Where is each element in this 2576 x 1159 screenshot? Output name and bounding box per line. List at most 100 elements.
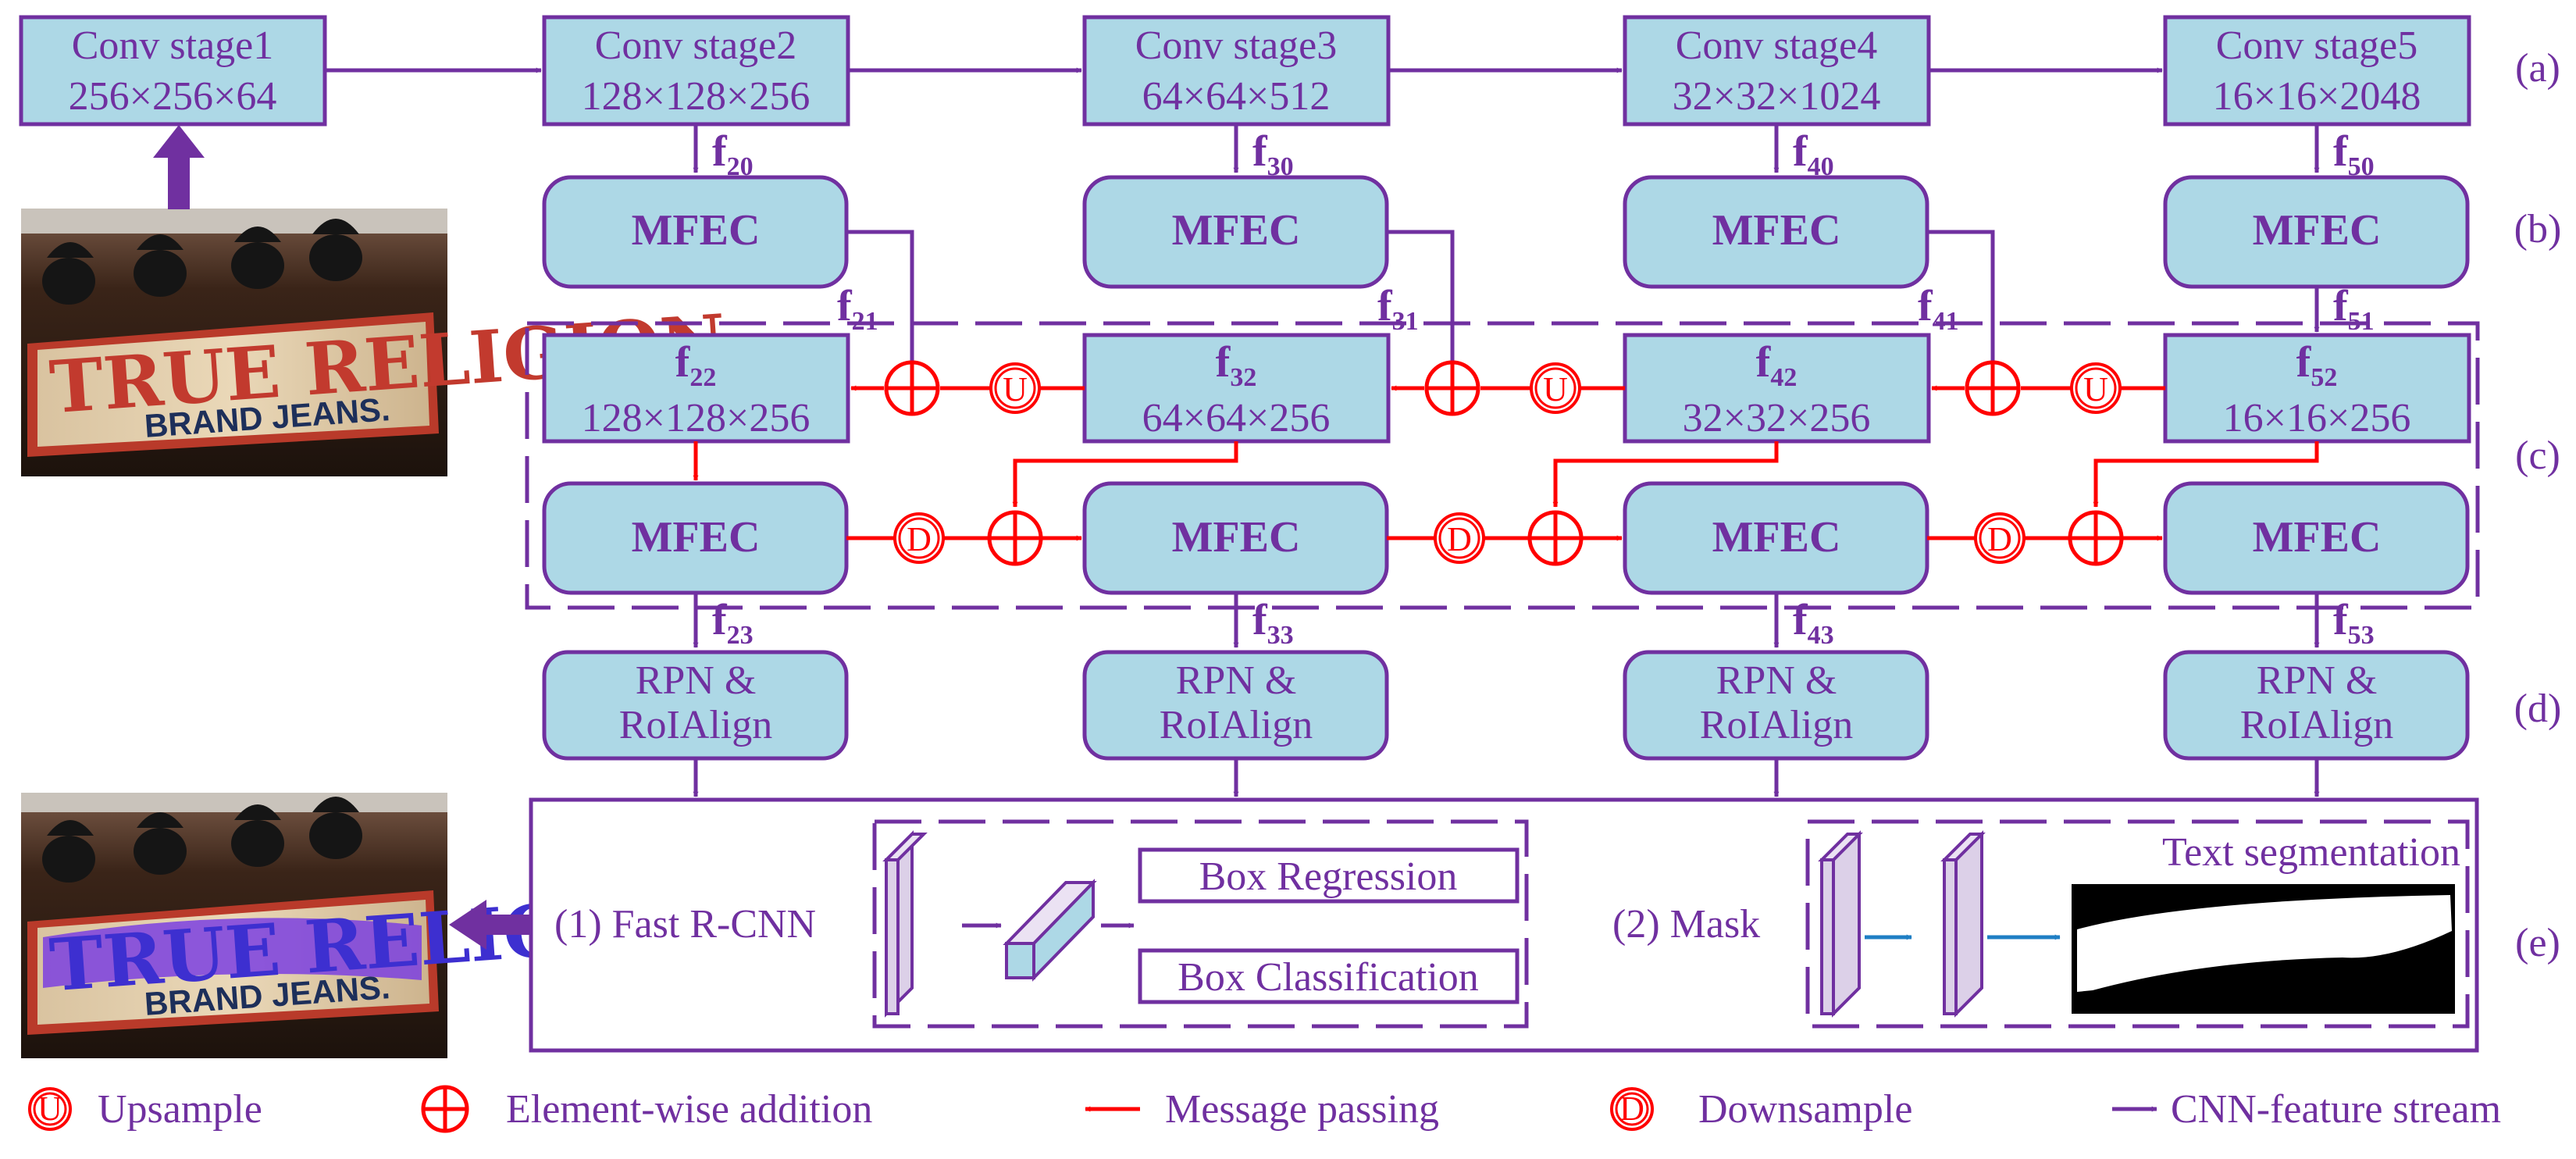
mask-feature-cuboid-1 <box>1818 830 1863 1018</box>
conv-stage-1-dims: 256×256×64 <box>69 74 277 119</box>
row-b-out-labels: f21 f31 f41 f51 <box>837 282 2375 336</box>
svg-text:f42: f42 <box>1756 338 1797 392</box>
svg-text:f30: f30 <box>1252 127 1294 181</box>
f51-label: f <box>2333 282 2349 330</box>
svg-text:RoIAlign: RoIAlign <box>2240 703 2393 747</box>
row-b-outputs <box>846 230 2320 368</box>
conv-stage-1: Conv stage1 256×256×64 <box>19 15 327 127</box>
row-label-a: (a) <box>2515 46 2560 91</box>
c-row-red-connectors <box>693 441 2319 508</box>
f43-label: f <box>1793 596 1808 644</box>
svg-text:RoIAlign: RoIAlign <box>1160 703 1313 747</box>
svg-text:f33: f33 <box>1252 596 1294 650</box>
conv-stage-4: Conv stage4 32×32×1024 <box>1623 15 1931 127</box>
conv-stage-2-dims: 128×128×256 <box>582 74 811 119</box>
svg-text:U: U <box>37 1089 62 1128</box>
conv-stage-3-title: Conv stage3 <box>1135 23 1338 68</box>
svg-text:f51: f51 <box>2333 282 2375 336</box>
conv-stage-5: Conv stage5 16×16×2048 <box>2163 15 2471 127</box>
mfec-c-3: MFEC <box>1623 481 1929 595</box>
svg-text:Element-wise addition: Element-wise addition <box>506 1087 872 1132</box>
svg-text:Box Classification: Box Classification <box>1178 955 1479 1000</box>
row-d-to-e-arrows <box>693 758 2320 797</box>
row-d-feature-labels: f23 f33 f43 f53 <box>712 596 2375 650</box>
mfec-c-1: MFEC <box>542 481 849 595</box>
row-a-conv-stages: Conv stage1 256×256×64 Conv stage2 128×1… <box>19 15 2471 127</box>
f42-box: f42 32×32×256 <box>1623 333 1931 444</box>
f22-box: f22 128×128×256 <box>542 333 850 444</box>
conv-stage-5-dims: 16×16×2048 <box>2213 74 2421 119</box>
f32-box: f32 64×64×256 <box>1082 333 1391 444</box>
svg-text:f40: f40 <box>1793 127 1834 181</box>
conv-stage-3: Conv stage3 64×64×512 <box>1082 15 1391 127</box>
svg-text:f41: f41 <box>1918 282 1959 336</box>
mfec-b-1: MFEC <box>542 175 849 289</box>
mfec-c-4: MFEC <box>2163 481 2470 595</box>
legend-message-passing: Message passing <box>1085 1087 1439 1132</box>
output-arrow <box>449 900 529 950</box>
svg-text:Upsample: Upsample <box>98 1087 262 1132</box>
f20-label: f <box>712 127 728 176</box>
row-b-mfec: MFEC MFEC MFEC MFEC <box>542 175 2470 289</box>
row-label-c: (c) <box>2515 433 2560 478</box>
conv-stage-4-dims: 32×32×1024 <box>1673 74 1881 119</box>
svg-text:CNN-feature stream: CNN-feature stream <box>2171 1087 2501 1132</box>
svg-text:f20: f20 <box>712 127 754 181</box>
fast-rcnn-label: (1) Fast R-CNN <box>554 902 816 947</box>
downsample-icon <box>1610 1087 1654 1131</box>
svg-text:MFEC: MFEC <box>632 206 761 255</box>
box-classification-output: Box Classification <box>1138 948 1520 1004</box>
conv-stage-3-dims: 64×64×512 <box>1142 74 1331 119</box>
legend-cnn-feature-stream: CNN-feature stream <box>2112 1087 2501 1132</box>
svg-text:f50: f50 <box>2333 127 2375 181</box>
svg-text:D: D <box>1447 520 1472 558</box>
text-segmentation-mask <box>2072 884 2455 1014</box>
row-c-mfec: MFEC MFEC MFEC MFEC <box>542 481 2470 595</box>
rpn-roialign-2: RPN & RoIAlign <box>1082 650 1389 761</box>
text-segmentation-label: Text segmentation <box>2162 830 2460 875</box>
box-regression-output: Box Regression <box>1138 847 1520 904</box>
f50-label: f <box>2333 127 2349 176</box>
svg-text:RoIAlign: RoIAlign <box>1700 703 1853 747</box>
svg-text:RPN &: RPN & <box>636 658 757 703</box>
row-label-e: (e) <box>2515 921 2560 965</box>
f23-label: f <box>712 596 728 644</box>
svg-text:16×16×256: 16×16×256 <box>2223 396 2411 440</box>
f41-label: f <box>1918 282 1933 330</box>
row-a-to-b-arrows <box>693 124 2320 173</box>
conv-stage-1-title: Conv stage1 <box>72 23 274 68</box>
upsample-icon <box>1530 362 1581 414</box>
legend-upsample: U Upsample <box>28 1087 262 1132</box>
svg-text:64×64×256: 64×64×256 <box>1142 396 1331 440</box>
rpn-roialign-4: RPN & RoIAlign <box>2163 650 2470 761</box>
input-arrow <box>153 125 205 209</box>
f30-label: f <box>1252 127 1268 176</box>
upsample-message-passing: U U U <box>850 360 2165 416</box>
mfec-b-4: MFEC <box>2163 175 2470 289</box>
row-c-to-d-arrows <box>693 593 2320 648</box>
svg-text:f53: f53 <box>2333 596 2375 650</box>
svg-text:f21: f21 <box>837 282 878 336</box>
svg-text:RPN &: RPN & <box>2257 658 2378 703</box>
upsample-icon <box>989 362 1041 414</box>
svg-text:Downsample: Downsample <box>1698 1087 1912 1132</box>
input-image: TRUE RELIGION BRAND JEANS. <box>21 209 729 476</box>
downsample-icon <box>893 512 945 564</box>
svg-text:MFEC: MFEC <box>2253 206 2382 255</box>
conv-stage-2: Conv stage2 128×128×256 <box>542 15 850 127</box>
svg-text:U: U <box>2083 370 2108 408</box>
svg-text:f32: f32 <box>1216 338 1257 392</box>
downsample-icon <box>1974 512 2026 564</box>
row-b-feature-labels: f20 f30 f40 f50 <box>712 127 2375 181</box>
svg-text:D: D <box>1987 520 2012 558</box>
conv-stage-2-title: Conv stage2 <box>595 23 797 68</box>
svg-text:RPN &: RPN & <box>1716 658 1837 703</box>
svg-text:f43: f43 <box>1793 596 1834 650</box>
rpn-roialign-3: RPN & RoIAlign <box>1623 650 1929 761</box>
row-c-feature-boxes: f22 128×128×256 f32 64×64×256 f42 32×32×… <box>542 333 2471 444</box>
svg-text:MFEC: MFEC <box>1712 513 1841 562</box>
row-label-b: (b) <box>2514 207 2562 251</box>
f31-label: f <box>1377 282 1393 330</box>
mask-label: (2) Mask <box>1612 902 1760 947</box>
